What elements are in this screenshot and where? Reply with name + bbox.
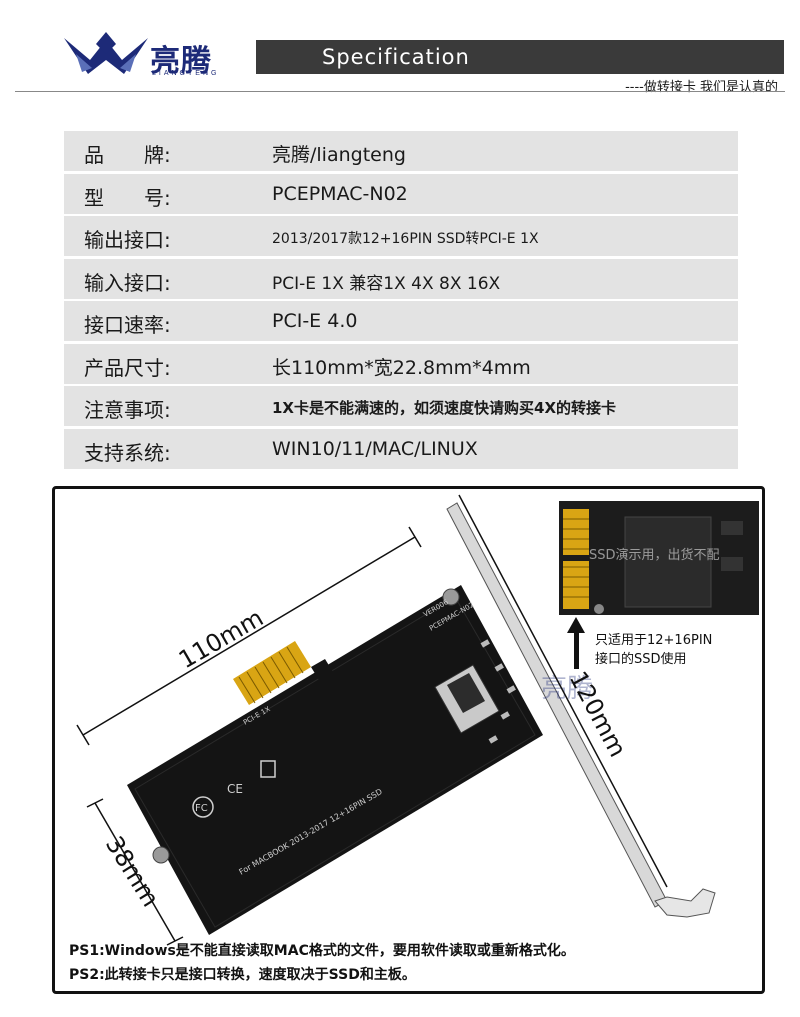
spec-value: PCEPMAC-N02 <box>272 182 408 205</box>
spec-row-os: 支持系统: WIN10/11/MAC/LINUX <box>64 428 738 469</box>
spec-label: 产品尺寸: <box>84 355 171 380</box>
slogan: ----做转接卡 我们是认真的 <box>625 80 778 95</box>
note-line2: 接口的SSD使用 <box>595 652 687 667</box>
ssd-photo-icon <box>559 501 759 615</box>
spec-value: WIN10/11/MAC/LINUX <box>272 437 478 460</box>
spec-label: 接口速率: <box>84 313 171 337</box>
spec-row-speed: 接口速率: PCI-E 4.0 <box>64 301 738 341</box>
spec-label: 注意事项: <box>84 398 171 422</box>
spec-row-output: 输出接口: 2013/2017款12+16PIN SSD转PCI-E 1X <box>64 216 738 256</box>
ps1-note: PS1:Windows是不能直接读取MAC格式的文件，要用软件读取或重新格式化。 <box>69 943 575 959</box>
spec-value: 2013/2017款12+16PIN SSD转PCI-E 1X <box>272 231 539 247</box>
spec-row-brand: 品 牌: 亮腾/liangteng <box>64 131 738 171</box>
spec-title-bar <box>256 40 784 74</box>
spec-row-input: 输入接口: PCI-E 1X 兼容1X 4X 8X 16X <box>64 258 738 299</box>
spec-value: 长110mm*宽22.8mm*4mm <box>272 356 531 379</box>
spec-table: 品 牌: 亮腾/liangteng 型 号: PCEPMAC-N02 输出接口:… <box>64 131 738 471</box>
spec-row-notice: 注意事项: 1X卡是不能满速的，如须速度快请购买4X的转接卡 <box>64 386 738 426</box>
pcie-bracket-icon <box>446 502 716 918</box>
spec-label: 型 号: <box>84 185 171 210</box>
spec-value: 亮腾/liangteng <box>272 144 406 166</box>
spec-row-model: 型 号: PCEPMAC-N02 <box>64 173 738 214</box>
spec-value: 1X卡是不能满速的，如须速度快请购买4X的转接卡 <box>272 399 617 417</box>
ssd-compat-note: 只适用于12+16PIN 接口的SSD使用 <box>595 631 712 669</box>
spec-label: 输入接口: <box>84 270 171 295</box>
dim-length-label: 110mm <box>174 604 268 675</box>
product-frame: PCEPMAC-N02 VER006 PCI-E 1X For MACBOOK … <box>52 486 765 994</box>
dimension-line-width <box>86 798 184 946</box>
dimension-line-height <box>458 494 668 888</box>
note-line1: 只适用于12+16PIN <box>595 633 713 648</box>
ssd-watermark: SSD演示用，出货不配 <box>589 547 720 563</box>
header-divider <box>15 91 785 92</box>
product-illustration: PCEPMAC-N02 VER006 PCI-E 1X For MACBOOK … <box>76 494 759 946</box>
dimension-line-length <box>76 526 422 746</box>
arrow-up-icon <box>567 617 585 669</box>
spec-label: 品 牌: <box>84 143 171 167</box>
logo-text-en: LIANGTENG <box>152 70 220 77</box>
spec-title: Specification <box>322 45 470 69</box>
logo-text-cn: 亮腾 <box>150 44 212 79</box>
dim-width-label: 38mm <box>100 831 165 911</box>
certification-icons: FC CE <box>192 760 276 818</box>
svg-text:FC: FC <box>195 803 208 814</box>
spec-value: PCI-E 4.0 <box>272 310 358 332</box>
spec-label: 支持系统: <box>84 440 171 465</box>
spec-label: 输出接口: <box>84 228 171 252</box>
page-header: 亮腾 LIANGTENG Specification ----做转接卡 我们是认… <box>0 0 800 100</box>
spec-row-size: 产品尺寸: 长110mm*宽22.8mm*4mm <box>64 343 738 384</box>
svg-text:CE: CE <box>227 782 243 796</box>
ps2-note: PS2:此转接卡只是接口转换，速度取决于SSD和主板。 <box>69 967 416 983</box>
pcb-board-icon <box>127 585 543 935</box>
liangteng-logo-icon <box>64 32 148 74</box>
spec-value: PCI-E 1X 兼容1X 4X 8X 16X <box>272 273 501 294</box>
